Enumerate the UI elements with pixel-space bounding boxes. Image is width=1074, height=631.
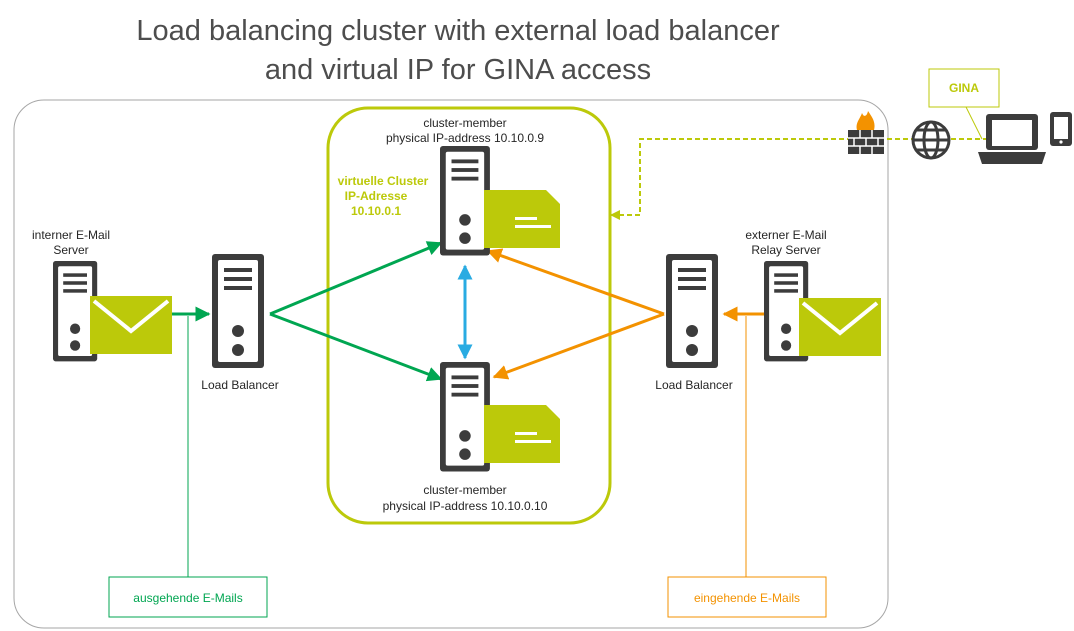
virtual-cluster-line-1: virtuelle Cluster (338, 174, 429, 188)
gina-callout-box (928, 68, 1000, 108)
cluster-member-top-server-icon (440, 146, 490, 256)
cluster-boundary (326, 106, 612, 525)
laptop-icon (978, 114, 1046, 164)
incoming-label: eingehende E-Mails (694, 591, 800, 605)
internal-server-line-2: Server (53, 243, 88, 257)
cluster-member-top-ip: physical IP-address 10.10.0.9 (386, 131, 544, 145)
outgoing-label: ausgehende E-Mails (133, 591, 242, 605)
cluster-member-bottom-ip: physical IP-address 10.10.0.10 (383, 499, 548, 513)
firewall-icon (848, 111, 884, 154)
title-line-2: and virtual IP for GINA access (265, 54, 651, 86)
incoming-label-box (667, 576, 827, 618)
internal-server-mail-icon (88, 294, 174, 356)
load-balancer-right-icon (666, 254, 718, 368)
mobile-icon (1050, 112, 1072, 146)
title-line-1: Load balancing cluster with external loa… (136, 15, 780, 47)
outgoing-label-box (108, 576, 268, 618)
virtual-cluster-ip: 10.10.0.1 (351, 204, 401, 218)
cluster-member-top-name: cluster-member (423, 116, 506, 130)
cluster-member-bottom-mail-icon (484, 405, 560, 463)
external-server-line-1: externer E-Mail (745, 228, 826, 242)
flow-lb-to-member-bottom (269, 312, 443, 382)
cluster-member-top-mail-icon (484, 190, 560, 248)
gina-label: GINA (949, 81, 979, 95)
flow-lb-to-member-bottom-orange (492, 312, 665, 380)
load-balancer-left-icon (212, 254, 264, 368)
gina-callout-line (965, 106, 983, 140)
flow-lb-to-member-top (269, 241, 443, 316)
load-balancer-left-label: Load Balancer (201, 378, 278, 392)
gina-access-path (610, 138, 1012, 220)
globe-icon (911, 120, 951, 160)
cluster-member-bottom-server-icon (440, 362, 490, 472)
external-server-line-2: Relay Server (751, 243, 820, 257)
internal-server-line-1: interner E-Mail (32, 228, 110, 242)
virtual-cluster-line-2: IP-Adresse (345, 189, 408, 203)
external-server-mail-icon (797, 296, 883, 358)
flow-lb-to-member-top-orange (486, 248, 665, 316)
load-balancer-right-label: Load Balancer (655, 378, 732, 392)
cluster-member-bottom-name: cluster-member (423, 483, 506, 497)
network-boundary (13, 99, 889, 629)
